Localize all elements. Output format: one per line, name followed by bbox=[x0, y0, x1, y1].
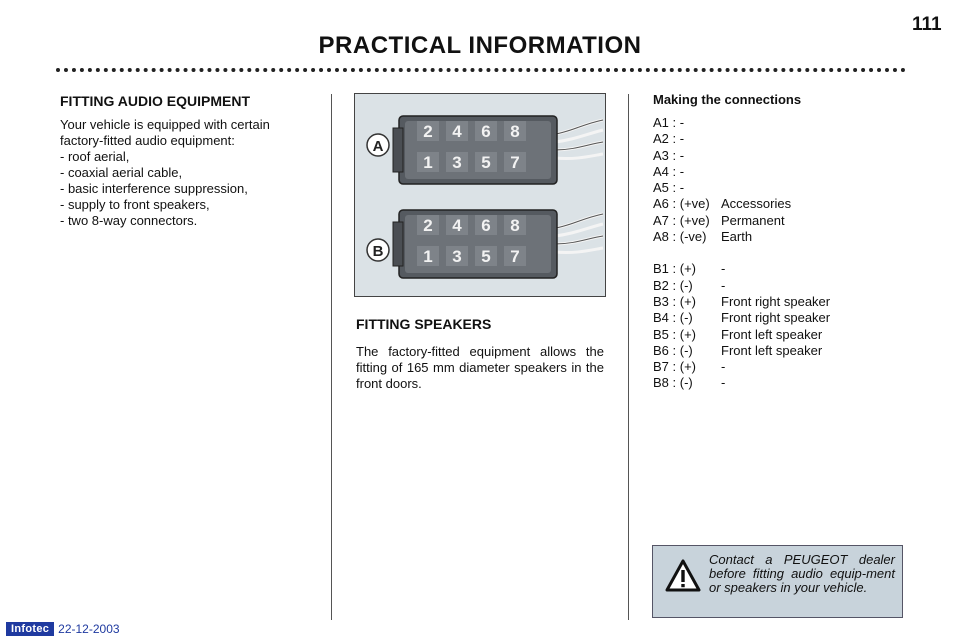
column-divider bbox=[628, 94, 629, 620]
pin-label: 1 bbox=[423, 153, 432, 172]
table-row: B3 : (+) Front right speaker bbox=[653, 294, 830, 310]
equipment-list: - roof aerial, - coaxial aerial cable, -… bbox=[60, 149, 310, 229]
pin-cell: B8 : (-) bbox=[653, 375, 693, 391]
table-row: B5 : (+) Front left speaker bbox=[653, 327, 830, 343]
pin-cell: B2 : (-) bbox=[653, 277, 693, 293]
pin-label: 1 bbox=[423, 247, 432, 266]
pin-label: 2 bbox=[423, 122, 432, 141]
pin-cell: B7 : (+) bbox=[653, 359, 696, 375]
desc-cell bbox=[721, 164, 830, 180]
table-row: A7 : (+ve) Permanent bbox=[653, 213, 830, 229]
list-item: - two 8-way connectors. bbox=[60, 213, 198, 228]
fitting-audio-section: FITTING AUDIO EQUIPMENT Your vehicle is … bbox=[60, 93, 310, 229]
pin-label: 8 bbox=[510, 216, 519, 235]
pin-label: 3 bbox=[452, 153, 461, 172]
pin-cell: A8 : (-ve) bbox=[653, 229, 707, 245]
warning-text: Contact a PEUGEOT dealer before fitting … bbox=[709, 552, 895, 595]
table-row: A6 : (+ve) Accessories bbox=[653, 196, 830, 212]
section-heading: FITTING SPEAKERS bbox=[356, 316, 492, 332]
pin-cell: A7 : (+ve) bbox=[653, 212, 710, 228]
desc-cell: - bbox=[721, 277, 726, 293]
fitting-speakers-section: FITTING SPEAKERS The factory-fitted equi… bbox=[356, 316, 604, 392]
table-row: B6 : (-) Front left speaker bbox=[653, 343, 830, 359]
desc-cell bbox=[721, 115, 830, 131]
table-row: A8 : (-ve) Earth bbox=[653, 229, 830, 245]
connector-a-badge bbox=[366, 133, 390, 157]
pin-cell: B1 : (+) bbox=[653, 261, 696, 277]
connections-heading: Making the connections bbox=[653, 92, 802, 107]
desc-cell bbox=[721, 180, 830, 196]
pin-label: 6 bbox=[481, 216, 490, 235]
footer-date: 22-12-2003 bbox=[58, 622, 120, 636]
table-row: B8 : (-) - bbox=[653, 375, 830, 391]
pin-label: 7 bbox=[510, 247, 519, 266]
connector-a: 2 4 6 8 1 3 5 7 A bbox=[366, 115, 604, 185]
list-item: - roof aerial, bbox=[60, 149, 130, 164]
dotted-divider bbox=[56, 68, 906, 72]
table-row: A2 : - bbox=[653, 131, 830, 147]
desc-cell bbox=[721, 148, 830, 164]
speakers-text: The factory-fitted equipment allows the … bbox=[356, 344, 604, 391]
connections-table: A1 : - A2 : - A3 : - A4 : - A5 : - A6 : … bbox=[653, 115, 830, 392]
page-title: PRACTICAL INFORMATION bbox=[318, 32, 642, 59]
pin-cell: B6 : (-) bbox=[653, 342, 693, 358]
pin-label: 4 bbox=[452, 216, 462, 235]
list-item: - coaxial aerial cable, bbox=[60, 165, 183, 180]
pin-cell: A5 : - bbox=[653, 180, 685, 196]
pin-label: 2 bbox=[423, 216, 432, 235]
pin-label: 7 bbox=[510, 153, 519, 172]
column-divider bbox=[331, 94, 332, 620]
pin-label: 5 bbox=[481, 153, 490, 172]
desc-cell: Permanent bbox=[721, 212, 785, 228]
pin-cell: B4 : (-) bbox=[653, 310, 693, 326]
table-row: A3 : - bbox=[653, 148, 830, 164]
connector-label: A bbox=[373, 138, 384, 155]
section-heading: FITTING AUDIO EQUIPMENT bbox=[60, 93, 251, 109]
pin-label: 4 bbox=[452, 122, 462, 141]
list-item: - supply to front speakers, bbox=[60, 197, 210, 212]
list-item: - basic interference suppression, bbox=[60, 181, 248, 196]
desc-cell: Front right speaker bbox=[721, 293, 831, 309]
spacer-row bbox=[653, 245, 830, 261]
pin-cell: A2 : - bbox=[653, 131, 685, 147]
footer: Infotec 22-12-2003 bbox=[6, 621, 120, 637]
table-row: A1 : - bbox=[653, 115, 830, 131]
table-row: B2 : (-) - bbox=[653, 278, 830, 294]
pin-cell: A6 : (+ve) bbox=[653, 196, 710, 212]
connector-b: 2 4 6 8 1 3 5 7 B bbox=[366, 209, 604, 279]
desc-cell: - bbox=[721, 359, 726, 375]
infotec-badge: Infotec bbox=[6, 622, 55, 636]
pin-label: 5 bbox=[481, 247, 490, 266]
table-row: A4 : - bbox=[653, 164, 830, 180]
table-row: A5 : - bbox=[653, 180, 830, 196]
connector-b-badge bbox=[366, 238, 390, 262]
warning-triangle-icon bbox=[665, 559, 701, 592]
desc-cell: - bbox=[721, 375, 726, 391]
pin-label: 3 bbox=[452, 247, 461, 266]
pin-cell: A3 : - bbox=[653, 147, 685, 163]
connections-section: Making the connections A1 : - A2 : - A3 … bbox=[653, 92, 913, 392]
connector-diagram: 2 4 6 8 1 3 5 7 A 2 4 6 8 1 3 bbox=[354, 93, 606, 297]
pin-cell: A1 : - bbox=[653, 115, 685, 130]
pin-cell: B5 : (+) bbox=[653, 326, 696, 342]
warning-box: Contact a PEUGEOT dealer before fitting … bbox=[652, 545, 903, 618]
table-row: B7 : (+) - bbox=[653, 359, 830, 375]
desc-cell: Front left speaker bbox=[721, 326, 823, 342]
intro-text: Your vehicle is equipped with certain fa… bbox=[60, 117, 270, 148]
desc-cell: Accessories bbox=[721, 196, 792, 212]
pin-cell: B3 : (+) bbox=[653, 293, 696, 309]
desc-cell: - bbox=[721, 261, 726, 277]
desc-cell: Front left speaker bbox=[721, 342, 823, 358]
pin-label: 8 bbox=[510, 122, 519, 141]
desc-cell bbox=[721, 131, 830, 147]
pin-cell: A4 : - bbox=[653, 163, 685, 179]
connector-illustration: 2 4 6 8 1 3 5 7 A 2 4 6 8 1 3 bbox=[366, 115, 604, 279]
desc-cell: Front right speaker bbox=[721, 310, 831, 326]
page-number: 111 bbox=[912, 14, 942, 35]
table-row: B1 : (+) - bbox=[653, 261, 830, 277]
connector-label: B bbox=[373, 243, 384, 260]
table-row: B4 : (-) Front right speaker bbox=[653, 310, 830, 326]
pin-label: 6 bbox=[481, 122, 490, 141]
desc-cell: Earth bbox=[721, 229, 753, 245]
